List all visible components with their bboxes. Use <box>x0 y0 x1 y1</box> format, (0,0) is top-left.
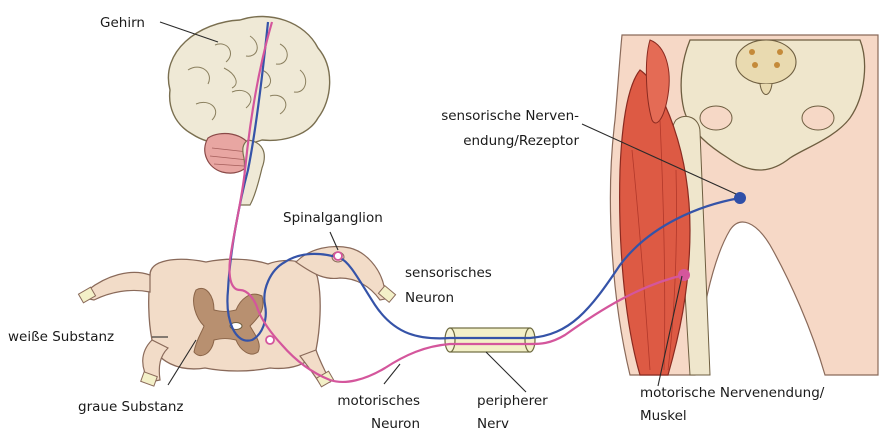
label-motor-ending-line2: Muskel <box>640 408 687 424</box>
label-brain: Gehirn <box>100 15 145 31</box>
label-peripheral-nerve-line2: Nerv <box>477 416 509 431</box>
leg-illustration <box>610 35 878 375</box>
label-receptor-line1: sensorische Nerven- <box>441 108 579 124</box>
nerve-sheath <box>450 328 530 352</box>
spinal-ganglion-cell <box>334 252 342 260</box>
obturator-foramen-left <box>700 106 732 130</box>
label-motor-neuron-line1: motorisches <box>337 393 420 409</box>
motor-neuron-cell <box>266 336 274 344</box>
label-grey-matter: graue Substanz <box>78 399 183 415</box>
sacral-foramen <box>752 62 758 68</box>
label-sensory-neuron-line1: sensorisches <box>405 265 492 281</box>
leader-peripheral-nerve <box>486 352 526 392</box>
obturator-foramen-right <box>802 106 834 130</box>
sacral-foramen <box>777 49 783 55</box>
label-motor-neuron-line2: Neuron <box>371 416 420 431</box>
nerve-sheath-end <box>525 328 535 352</box>
spinal-cord-cross-section <box>78 247 395 387</box>
label-white-matter: weiße Substanz <box>8 329 114 345</box>
label-sensory-neuron-line2: Neuron <box>405 290 454 306</box>
sacral-foramen <box>774 62 780 68</box>
label-motor-ending-line1: motorische Nervenendung/ <box>640 385 825 401</box>
brain-illustration <box>168 16 329 205</box>
label-receptor-line2: endung/Rezeptor <box>463 133 579 149</box>
label-peripheral-nerve-line1: peripherer <box>477 393 548 409</box>
motor-ending-dot <box>678 269 690 281</box>
sacrum <box>736 40 796 84</box>
sacral-foramen <box>749 49 755 55</box>
peripheral-nerve-bundle <box>445 328 535 352</box>
nerve-sheath-end <box>445 328 455 352</box>
label-spinal-ganglion: Spinalganglion <box>283 210 383 226</box>
